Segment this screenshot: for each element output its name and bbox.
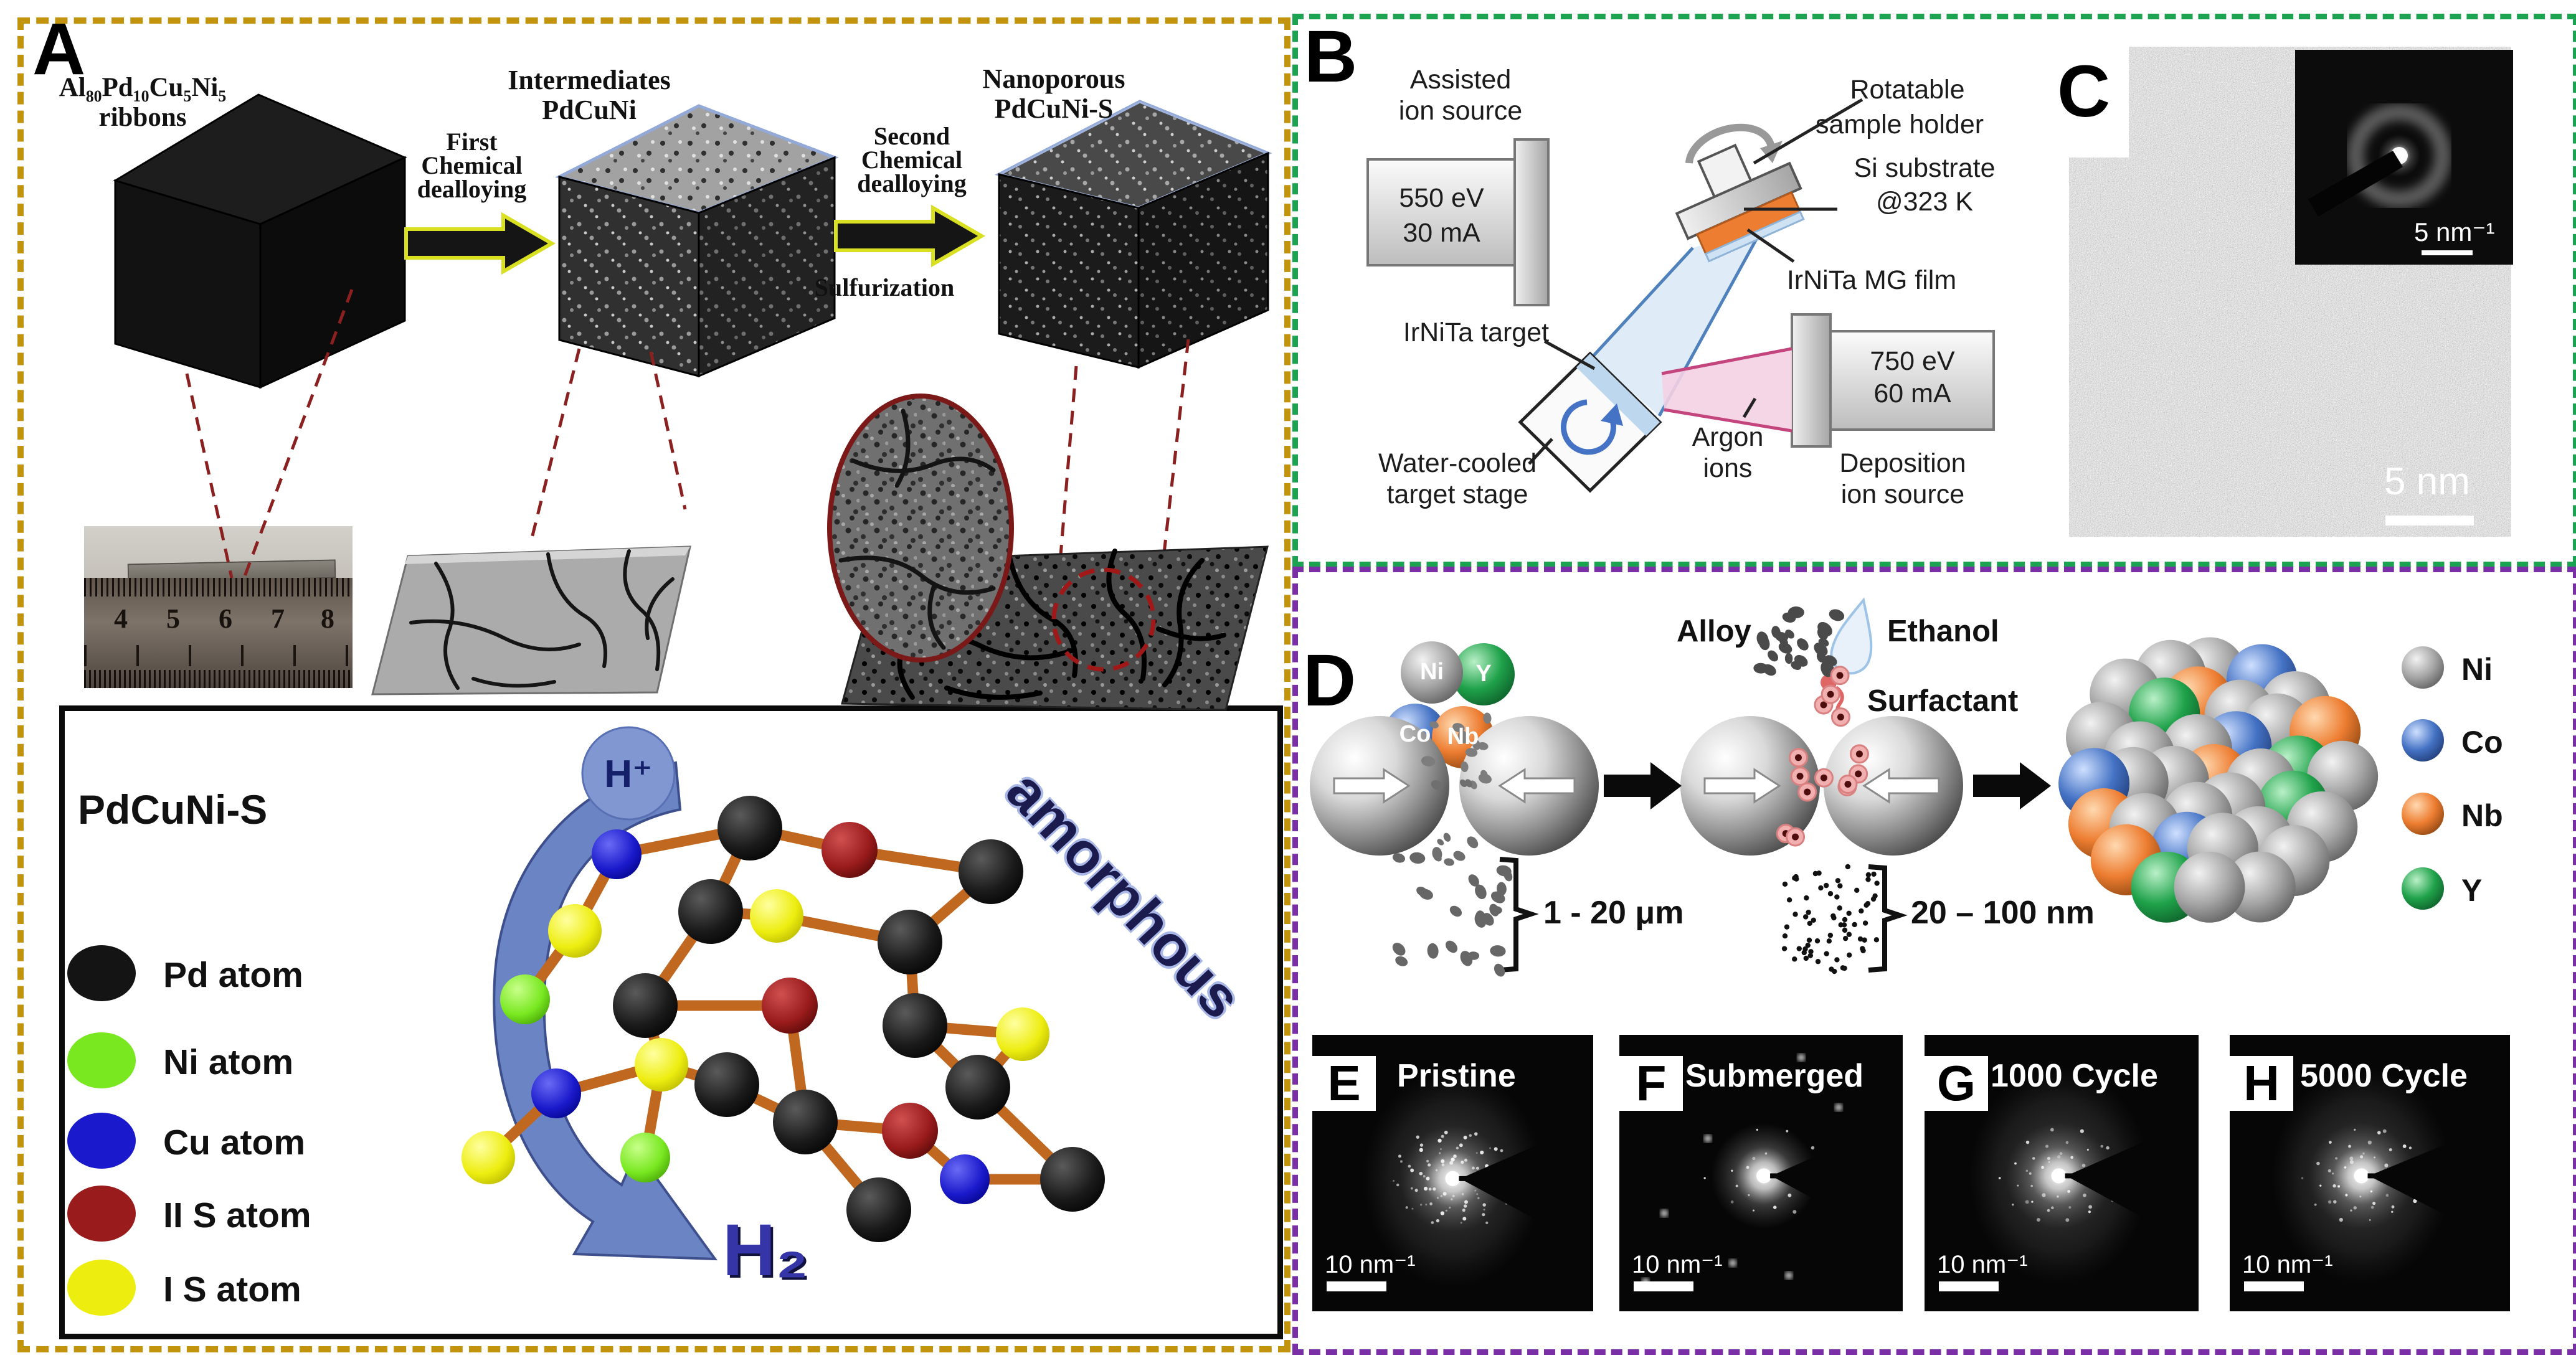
ruler-number: 8 xyxy=(321,603,334,634)
ruler-number: 5 xyxy=(166,603,180,634)
ruler-number: 6 xyxy=(219,603,232,634)
ruler-number: 7 xyxy=(271,603,285,634)
pdcunis-schematic-box xyxy=(59,705,1283,1339)
ruler-number: 4 xyxy=(114,603,128,634)
legend-swatch-iis xyxy=(67,1186,136,1242)
panel-h-image xyxy=(2230,1035,2510,1311)
legend-swatch-ni xyxy=(67,1032,136,1088)
panel-f-image xyxy=(1619,1035,1903,1311)
panel-e-image xyxy=(1312,1035,1593,1311)
ruler-mid-ticks xyxy=(84,645,353,666)
ruler: 4 5 6 7 8 xyxy=(84,578,353,688)
ruler-bottom-ticks xyxy=(84,670,353,688)
legend-swatch-cu xyxy=(67,1113,136,1169)
legend-swatch-is xyxy=(67,1260,136,1316)
ribbon-ruler-photo: 4 5 6 7 8 xyxy=(84,526,353,688)
panel-g-image xyxy=(1925,1035,2199,1311)
legend-swatch-pd xyxy=(67,945,136,1001)
panel-d-border xyxy=(1292,567,2576,1355)
panel-bc-border xyxy=(1292,14,2576,567)
panel-a-border xyxy=(17,17,1290,1352)
ruler-top-ticks xyxy=(84,578,353,596)
